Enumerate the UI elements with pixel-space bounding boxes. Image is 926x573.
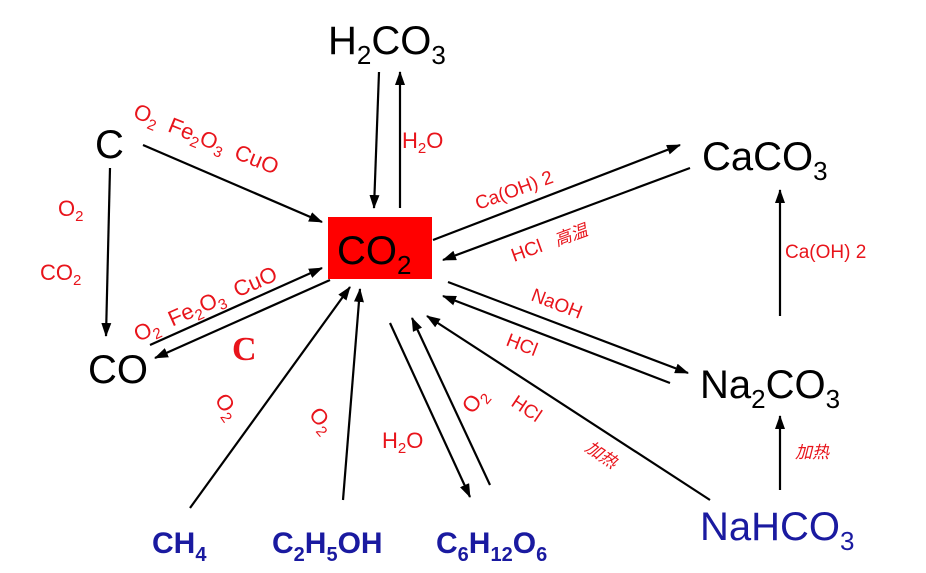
arrow-co2-to-na2co3 (447, 280, 689, 375)
label-photo-o2: O2 (457, 383, 496, 421)
node-na2co3: Na2CO3 (700, 363, 840, 414)
label-co-to-co2: O2Fe2O3CuO (130, 261, 283, 350)
arrow-nahco3-to-co2 (426, 315, 711, 501)
node-c: C (95, 123, 124, 167)
node-c2h5oh: C2H5OH (272, 527, 383, 566)
label-na2co3-to-caco3: Ca(OH) 2 (785, 242, 866, 263)
arrow-c6h12o6-to-co2 (411, 317, 491, 486)
label-nahco3-to-na2co3: 加热 (795, 443, 830, 463)
label-c-to-co-o2: O2 (58, 196, 83, 225)
label-na2co3-to-co2: HCl (503, 330, 540, 361)
arrow-c-to-co (101, 167, 112, 337)
node-ch4: CH4 (152, 527, 207, 566)
arrow-co2-to-co (154, 278, 331, 360)
label-co2-to-na2co3: NaOH (528, 285, 585, 324)
arrow-ch4-to-co2 (189, 286, 351, 509)
label-c-to-co-co2: CO2 (40, 260, 81, 289)
node-h2co3: H2CO3 (328, 19, 446, 70)
node-nahco3: NaHCO3 (700, 505, 855, 556)
label-nahco3-to-co2-heat: 加热 (581, 438, 621, 474)
arrow-c2h5oh-to-co2 (341, 288, 364, 501)
arrow-caco3-to-co2 (442, 166, 691, 262)
label-c2h5oh-o2: O2 (301, 402, 340, 440)
label-h2co3-h2o: H2O (402, 128, 443, 157)
label-photo-h2o: H2O (382, 428, 423, 457)
label-co2-to-co: C (232, 331, 257, 368)
arrow-co2-to-caco3 (432, 143, 681, 242)
label-ch4-o2: O2 (207, 389, 245, 426)
node-c6h12o6: C6H12O6 (436, 527, 547, 566)
node-caco3: CaCO3 (702, 135, 828, 186)
co2-box (328, 217, 432, 279)
arrow-co2-to-c6h12o6 (389, 322, 471, 498)
label-caco3-to-co2: HCl高温 (509, 219, 593, 267)
arrow-co-to-co2 (149, 266, 323, 347)
node-co2: CO2 (337, 229, 411, 280)
arrow-na2co3-to-co2 (442, 294, 671, 385)
label-nahco3-to-co2-hcl: HCl (507, 392, 545, 427)
arrow-h2co3-to-co2 (369, 71, 381, 209)
arrow-c-to-co2 (142, 143, 323, 224)
node-co: CO (88, 348, 148, 392)
